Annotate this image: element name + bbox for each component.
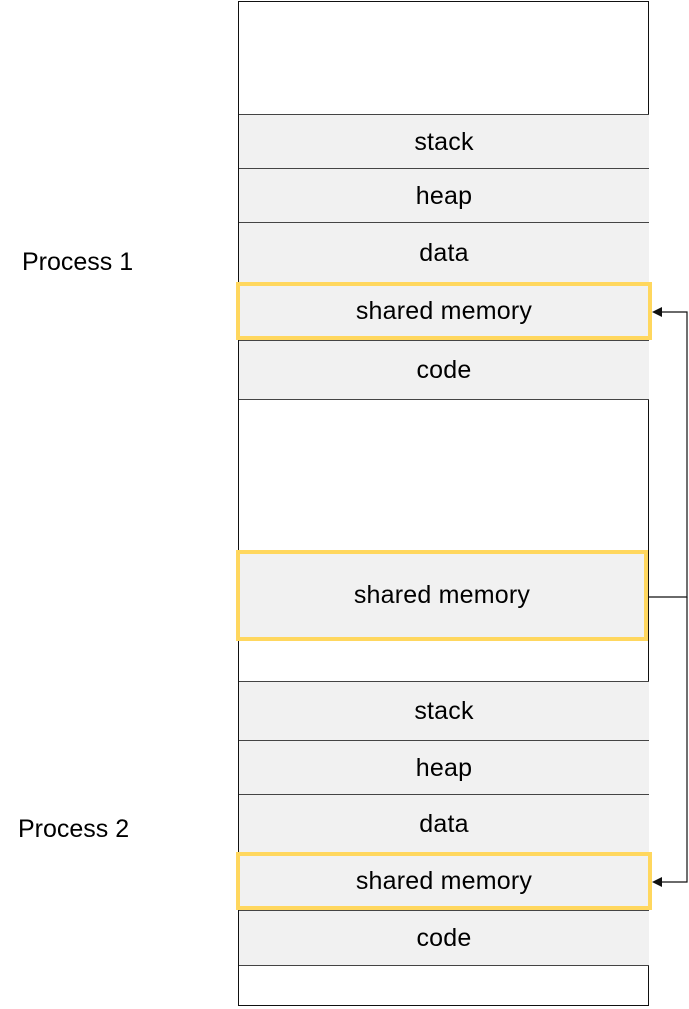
process-2-heap-segment: heap — [239, 740, 649, 795]
process-2-shared-memory-segment: shared memory — [236, 852, 652, 910]
shared-memory-region-label: shared memory — [353, 581, 531, 609]
process-1-code-segment: code — [239, 340, 649, 400]
process-1-code-label: code — [416, 355, 472, 384]
process-1-stack-label: stack — [414, 127, 474, 156]
process-2-code-label: code — [416, 923, 472, 952]
shared-memory-region: shared memory — [236, 550, 648, 641]
process-2-stack-label: stack — [414, 697, 474, 725]
connector-line — [648, 311, 688, 598]
process-1-label: Process 1 — [22, 248, 134, 276]
process-2-label: Process 2 — [18, 815, 130, 843]
process-1-data-label: data — [419, 239, 469, 267]
process-2-stack-segment: stack — [239, 681, 649, 741]
arrowhead-icon — [652, 877, 662, 887]
process-2-code-segment: code — [239, 910, 649, 966]
process-2-heap-label: heap — [415, 753, 473, 782]
process-2-data-label: data — [419, 810, 469, 838]
arrowhead-icon — [652, 307, 662, 317]
process-1-data-segment: data — [239, 222, 649, 284]
process-2-data-segment: data — [239, 794, 649, 854]
process-1-stack-segment: stack — [239, 114, 649, 169]
process-2-shared-memory-label: shared memory — [355, 866, 533, 895]
process-1-shared-memory-segment: shared memory — [236, 282, 652, 340]
process-1-heap-label: heap — [415, 181, 473, 210]
process-1-heap-segment: heap — [239, 168, 649, 223]
process-1-shared-memory-label: shared memory — [355, 296, 533, 325]
connector-line — [660, 597, 688, 883]
